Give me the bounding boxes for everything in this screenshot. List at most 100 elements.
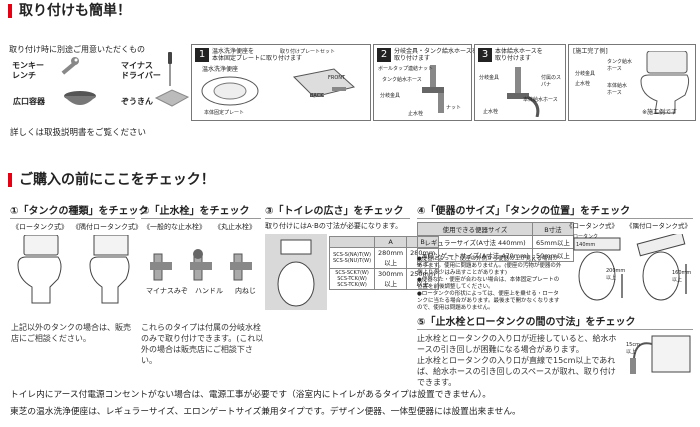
check-3-title: ③「トイレの広さ」をチェック [265,206,404,217]
completion-title: [施工完了例] [573,48,608,55]
step-1-number: 1 [195,48,209,62]
bowl-table-header: 使用できる便器サイズ [417,222,533,236]
step-3-text: 本体給水ホースを 取り付けます [495,48,543,62]
room-toilet-icon [277,239,315,307]
completion-box: [施工完了例] タンク給水 ホース 本体給水 ホース 分岐金具 止水栓 [568,44,696,121]
step-3-label-b: 付属のスパナ [541,75,562,88]
step-1-box: 1 温水洗浄便座を 本体固定プレートに取り付けます 温水洗浄便座 取り付けプレー… [191,44,371,121]
valve-label-a: マイナスみぞ [146,287,188,295]
room-diagram [265,234,327,310]
check-2-note: これらのタイプは付属の分岐水栓のみで取り付けできます。(これ以外の場合は販売店に… [141,323,264,365]
completion-label-c: 分岐金具 [575,71,596,77]
size-table-header [328,236,376,248]
check-3-intro: 取り付けにはA·Bの寸法が必要になります。 [265,222,403,230]
check-5-title: ⑤「止水栓とロータンクの間の寸法」をチェック [417,317,636,328]
step-1-label-front: FRONT [328,75,346,81]
step-2-box: 2 分岐金具・タンク給水ホースを 取り付けます ボールタップ連結ナット タンク給… [373,44,478,121]
plate-illustration [292,68,356,98]
check-4-title: ④「便器のサイズ」「タンクの位置」をチェック [417,206,631,217]
install-section-title: 取り付けも簡単！ [19,3,131,19]
step-2-text: 分岐金具・タンク給水ホースを 取り付けます [394,48,478,62]
tool-label-cloth: ぞうきん [121,97,153,106]
table-row: SCS-SCK7(W) SCS-TCK(W) SCS-TCK(W) 300mm … [328,268,440,290]
check-5-text: 止水栓とロータンクの入り口が近接していると、給水ホースの引き回しが困難になる場合… [417,334,617,387]
tank-position-diagram [573,234,687,301]
wrench-icon [61,57,79,75]
section-marker [8,4,12,18]
diagram-label-b: 《隅付ロータンク式》 [626,222,691,230]
dim-label-15cm: 15cm 以上 [626,342,640,355]
check-1-note: 上記以外のタンクの場合は、販売店にご相談ください。 [11,323,131,343]
toilet-illustration [640,51,690,114]
valve-illustration [422,65,444,113]
tool-label-wrench: モンキー レンチ [12,61,44,80]
screwdriver-icon [168,52,172,86]
table-row: レギュラーサイズ(A寸法 440mm) 65mm以上 [417,235,574,249]
step-2-label-a: ボールタップ連結ナット [378,66,434,72]
tool-label-bowl: 広口容器 [13,97,45,106]
toilet-seat-illustration [201,76,259,106]
divider [265,218,410,219]
b-cell: 250mm 以上 [406,268,440,290]
step-1-sub2: 取り付けプレートセット [280,49,336,55]
divider [417,218,693,219]
bowl-icon [64,91,96,105]
bowl-note-3: ●ロータンクの形状によっては、便座上を乗せる・ロータンクに当たる場合があります。… [417,291,560,311]
bowl-size-table: 使用できる便器サイズ B寸法 レギュラーサイズ(A寸法 440mm) 65mm以… [417,222,574,262]
bowl-table-header: B寸法 [531,222,574,236]
model-cell: SCS-S(NA)T(W) SCS-S(NU)T(W) [328,247,376,269]
step-3-label-d: 止水栓 [483,109,499,115]
completion-label-a: タンク給水 ホース [607,59,633,72]
bowl-note-2: ●便器なた・便座が合わない場合は、本体固定プレートの位置を前後調整してください。 [417,277,560,290]
completion-label-b: 本体給水 ホース [607,83,628,96]
dim-label-200: 200mm 以上 [606,268,626,281]
step-3-label-c: 本体給水ホース [523,97,558,103]
step-1-sub: 温水洗浄便座 [202,66,239,73]
step-1-text: 温水洗浄便座を 本体固定プレートに取り付けます [212,48,303,62]
step-3-box: 3 本体給水ホースを 取り付けます 分岐金具 付属のスパナ 本体給水ホース 止水… [474,44,566,121]
dim-label-140: 140mm [576,242,596,248]
check-2-type-b: 《丸止水栓》 [214,223,256,231]
compat-note: 東芝の温水洗浄便座は、レギュラーサイズ、エロンゲートサイズ兼用タイプです。デザイ… [10,407,521,417]
divider [417,329,693,330]
tools-intro: 取り付け時に別途ご用意いただくもの [9,45,145,54]
check-section-title: ご購入の前にここをチェック！ [19,172,215,188]
corner-tank-toilet-icon [89,235,130,304]
hose-illustration [507,67,540,117]
check-1-type-a: 《ロータンク式》 [12,223,68,231]
valve-label-c: 内ねじ [235,287,256,295]
a-cell: 280mm 以上 [374,247,408,269]
valve-distance-diagram [630,335,691,374]
step-3-label-a: 分岐金具 [479,75,500,81]
a-cell: 300mm 以上 [374,268,408,290]
valve-label-b: ハンドル [195,287,223,295]
divider [10,218,135,219]
section-marker [8,173,12,187]
lowtank-toilet-icon [17,235,62,304]
manual-note: 詳しくは取扱説明書をご覧ください [10,128,147,138]
step-2-label-c: 分岐金具 [380,93,401,99]
bowl-size-cell: レギュラーサイズ(A寸法 440mm) [417,235,533,249]
completion-label-d: 止水栓 [575,81,591,87]
dim-label-160: 160mm 以上 [672,270,692,283]
size-table: A B SCS-S(NA)T(W) SCS-S(NU)T(W) 280mm 以上… [328,236,440,290]
tool-label-screwdriver: マイナス ドライバー [121,61,161,80]
step-2-label-e: ナット [446,105,462,111]
step-2-number: 2 [377,48,391,62]
bowl-size-cell: エロンゲートサイズ(A寸法 470mm) [417,248,533,262]
valve-types-icon [150,249,252,281]
dim-label-tank: ロータンク [573,234,599,240]
exception-note: ※施工例です [642,109,678,116]
cloth-icon [154,89,190,107]
check-1-title: ①「タンクの種類」をチェック [10,206,149,217]
power-note: トイレ内にアース付電源コンセントがない場合は、電源工事が必要です（浴室内にトイレ… [10,390,491,400]
diagram-label-a: 《ロータンク式》 [566,222,618,230]
table-row: エロンゲートサイズ(A寸法 470mm) 50mm以上 [417,248,574,262]
check-2-type-a: 《一般的な止水栓》 [143,223,206,231]
divider [141,218,261,219]
model-cell: SCS-SCK7(W) SCS-TCK(W) SCS-TCK(W) [328,268,376,290]
size-table-header: A [374,236,408,248]
step-2-label-b: タンク給水ホース [382,77,422,83]
step-1-label-plate: 本体固定プレート [204,110,245,116]
step-3-number: 3 [478,48,492,62]
